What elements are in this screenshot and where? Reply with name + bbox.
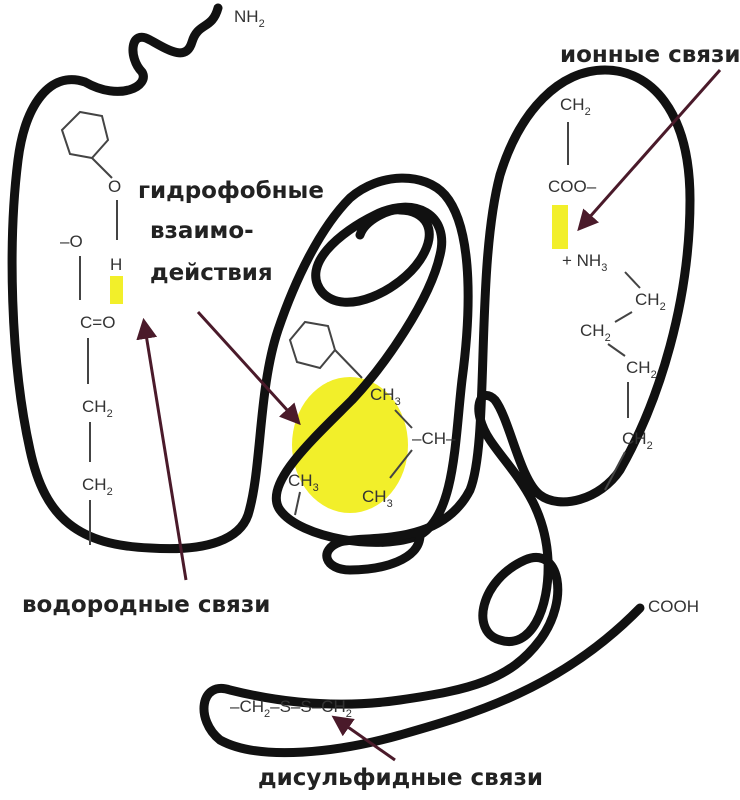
ch3-top: CH3: [370, 385, 401, 408]
hydrogen-bond-highlight: [110, 276, 123, 304]
hydrogen-bond-group: O –O H C=O CH2 CH2: [60, 177, 122, 545]
polypeptide-chain-right-loop: [199, 65, 695, 758]
ch2-ionic-4: CH2: [622, 429, 653, 452]
hydrogen-arrow: [136, 317, 188, 581]
ionic-bonds-label: ионные связи: [560, 42, 740, 68]
hydrophobic-label-line3: действия: [150, 260, 273, 286]
disulfide-arrow: [331, 715, 396, 762]
ammonium-group: + NH3: [562, 251, 607, 274]
carboxylate-group: COO–: [548, 177, 597, 196]
c-terminus: COOH: [648, 597, 699, 616]
hydrophobic-group: CH3 –CH– CH3 CH3: [288, 385, 456, 516]
ch2-b: CH2: [82, 475, 113, 498]
ch2-ionic-3: CH2: [626, 358, 657, 381]
ch2-a: CH2: [82, 397, 113, 420]
ch2-ionic-2: CH2: [580, 321, 611, 344]
ionic-bond-highlight: [552, 205, 568, 249]
ch3-bottom: CH3: [362, 487, 393, 510]
disulfide-formula: –CH2–S–S–CH2: [230, 697, 352, 720]
hydrophobic-highlight: [292, 377, 408, 513]
polypeptide-chain: [7, 3, 473, 554]
ch3-left: CH3: [288, 471, 319, 494]
h-atom: H: [110, 255, 122, 274]
ch2-ionic-1: CH2: [635, 290, 666, 313]
ionic-arrow: [577, 69, 722, 232]
ring-structure-center: [288, 320, 363, 379]
hydrophobic-label-line2: взаимо-: [150, 218, 254, 244]
n-terminus: NH2: [234, 7, 265, 30]
o-atom-top: O: [108, 177, 121, 196]
disulfide-bonds-label: дисульфидные связи: [258, 765, 543, 791]
benzene-ring: [60, 110, 113, 179]
hydrophobic-arrow: [196, 310, 301, 426]
hydrophobic-label-line1: гидрофобные: [138, 178, 324, 204]
carbonyl-group: C=O: [80, 313, 115, 332]
hydrogen-bonds-label: водородные связи: [22, 592, 270, 618]
ionic-bond-group: CH2 COO– + NH3 CH2 CH2 CH2 CH2: [548, 95, 666, 491]
o-atom-left: –O: [60, 232, 83, 251]
ch-center: –CH–: [412, 429, 456, 448]
ch2-ionic-top: CH2: [560, 95, 591, 118]
